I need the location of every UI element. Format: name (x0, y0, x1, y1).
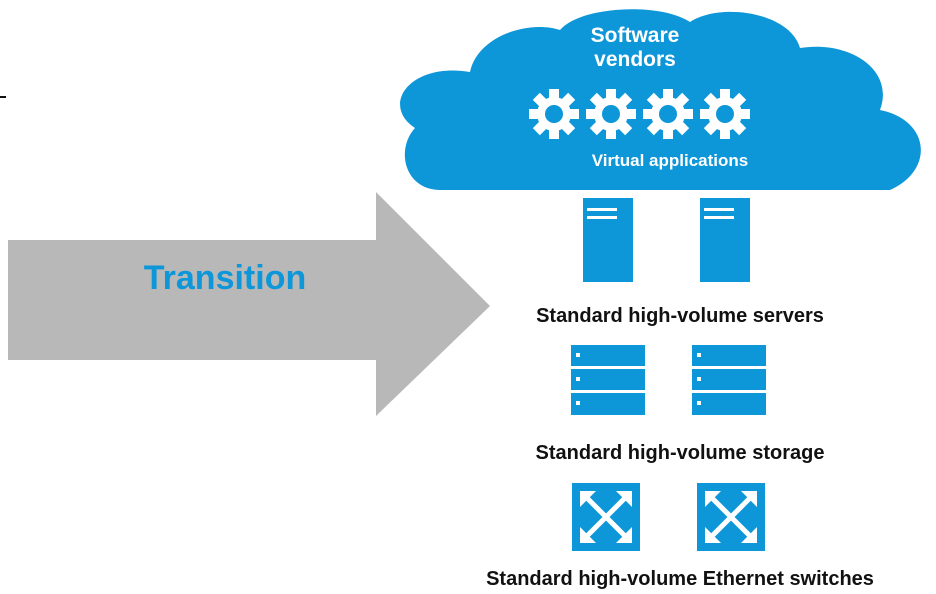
server-icon (700, 198, 750, 282)
servers-label: Standard high-volume servers (536, 305, 824, 327)
storage-label: Standard high-volume storage (535, 442, 825, 464)
cloud-caption: Virtual applications (591, 151, 749, 170)
cloud-title-line-2: vendors (594, 48, 676, 71)
transition-arrow-shape (8, 192, 490, 416)
storage-icon (692, 345, 766, 415)
transition-label: Transition (143, 259, 307, 297)
cloud-title: Software vendors (560, 24, 710, 72)
gear-icon (586, 89, 636, 139)
switches-label: Standard high-volume Ethernet switches (486, 568, 874, 590)
gear-icon (643, 89, 693, 139)
storage-icon (571, 345, 645, 415)
gear-icon (700, 89, 750, 139)
gear-icon (529, 89, 579, 139)
cloud-title-line-1: Software (590, 24, 680, 47)
edge-tick-mark (0, 96, 6, 98)
network-switch-icon (572, 483, 640, 551)
network-switch-icon (697, 483, 765, 551)
server-icon (583, 198, 633, 282)
